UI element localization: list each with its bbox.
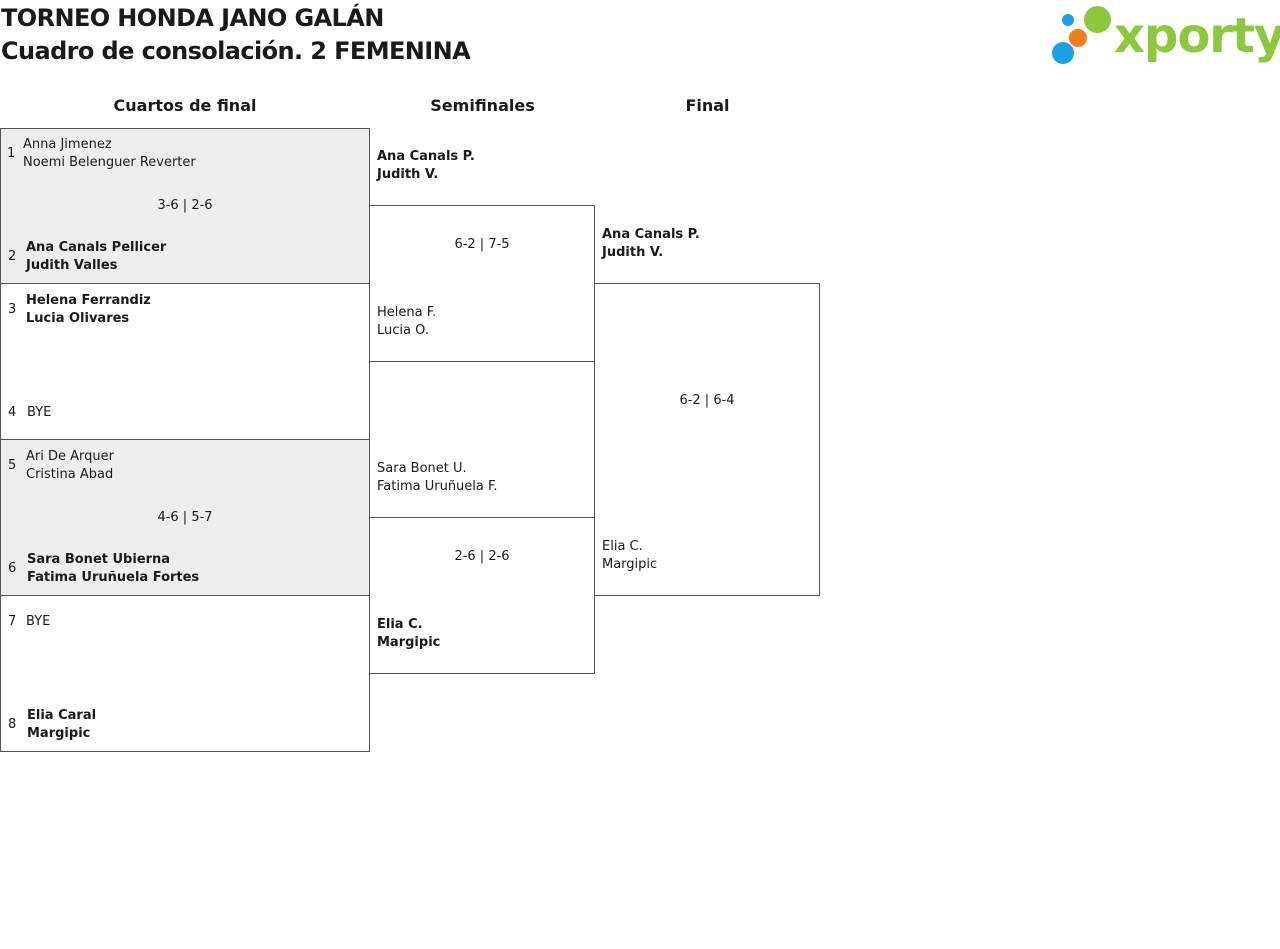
column-header-semifinals: Semifinales [430, 96, 535, 115]
seed-number: 6 [8, 561, 17, 576]
sf-player-name-winner: Ana Canals P. [377, 149, 475, 164]
seed-number: 8 [8, 717, 17, 732]
player-name: Ari De Arquer [26, 449, 114, 464]
xporty-logo[interactable]: xporty [1050, 4, 1280, 68]
player-name-winner: Ana Canals Pellicer [26, 240, 167, 255]
sf-player-name: Helena F. [377, 305, 437, 320]
sf-player-name-winner: Margipic [377, 635, 441, 650]
seed-number: 2 [8, 249, 17, 264]
player-name-winner: Helena Ferrandiz [26, 293, 151, 308]
sf-player-name-winner: Elia C. [377, 617, 423, 632]
tournament-title: TORNEO HONDA JANO GALÁN [1, 4, 384, 32]
seed-number: 3 [8, 302, 17, 317]
final-match [594, 283, 820, 596]
sf-player-name: Lucia O. [377, 323, 429, 338]
sf-player-name: Fatima Uruñuela F. [377, 479, 498, 494]
player-name-winner: Elia Caral [27, 708, 97, 723]
player-name-winner: Margipic [27, 726, 91, 741]
logo-dot-green [1084, 6, 1111, 33]
logo-wordmark: xporty [1114, 8, 1280, 64]
logo-dot-blue-small [1062, 14, 1074, 26]
match-score: 2-6 | 2-6 [454, 549, 510, 564]
player-name: Anna Jimenez [23, 137, 112, 152]
column-header-quarterfinals: Cuartos de final [113, 96, 257, 115]
sf-player-name-winner: Judith V. [377, 167, 439, 182]
qf-match-3 [0, 439, 370, 596]
final-player-name: Margipic [602, 557, 658, 572]
draw-subtitle: Cuadro de consolación. 2 FEMENINA [1, 37, 471, 65]
match-score: 4-6 | 5-7 [157, 510, 213, 525]
qf-match-1 [0, 128, 370, 284]
column-header-final: Final [685, 96, 730, 115]
seed-number: 4 [8, 405, 17, 420]
player-name: Noemi Belenguer Reverter [23, 155, 196, 170]
player-name-winner: Judith Valles [26, 258, 118, 273]
seed-number: 7 [8, 614, 17, 629]
sf-player-name: Sara Bonet U. [377, 461, 467, 476]
final-player-name-winner: Judith V. [602, 245, 664, 260]
logo-dot-blue [1052, 42, 1074, 64]
seed-number: 5 [8, 458, 17, 473]
player-name: Cristina Abad [26, 467, 114, 482]
final-player-name-winner: Ana Canals P. [602, 227, 700, 242]
seed-number: 1 [7, 146, 16, 161]
final-player-name: Elia C. [602, 539, 643, 554]
player-name-bye: BYE [26, 614, 51, 629]
player-name-bye: BYE [27, 405, 52, 420]
player-name-winner: Sara Bonet Ubierna [27, 552, 171, 567]
match-score: 6-2 | 7-5 [454, 237, 510, 252]
match-score: 6-2 | 6-4 [679, 393, 735, 408]
player-name-winner: Lucia Olivares [26, 311, 130, 326]
match-score: 3-6 | 2-6 [157, 198, 213, 213]
logo-dot-orange [1069, 29, 1087, 47]
player-name-winner: Fatima Uruñuela Fortes [27, 570, 200, 585]
